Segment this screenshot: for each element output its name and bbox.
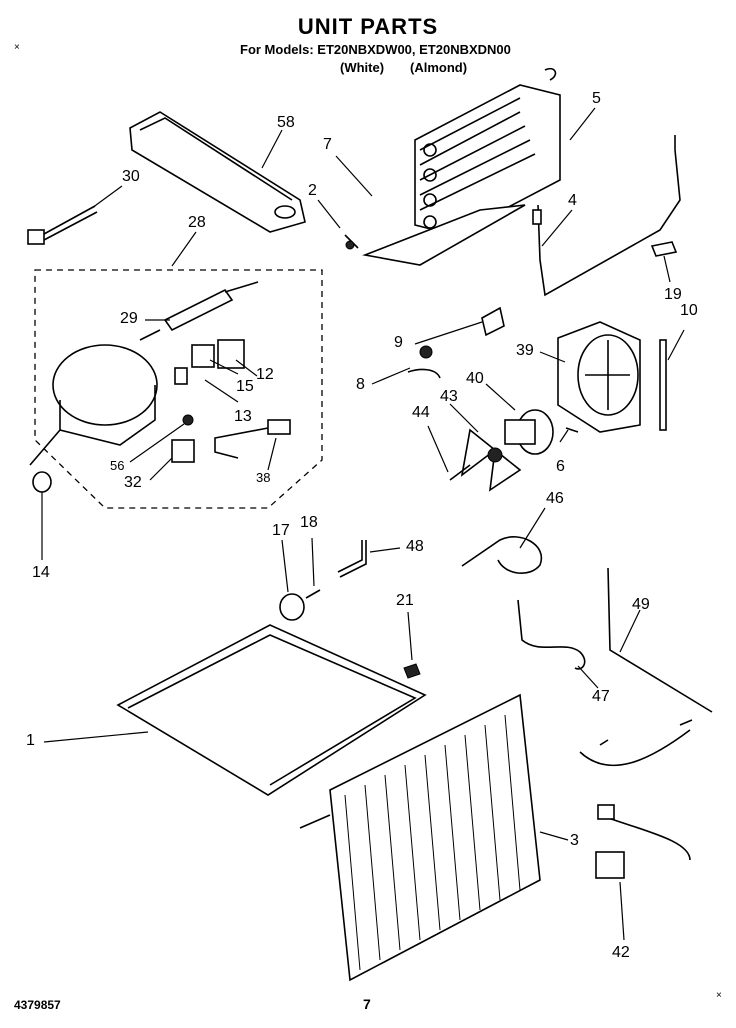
- part-21-nut: [403, 663, 421, 679]
- part-29-drier: [139, 281, 259, 341]
- part-15-cover: [191, 344, 215, 368]
- part-14-grommet: [32, 471, 52, 493]
- part-9-bracket: [481, 306, 505, 337]
- part-10-strip: [659, 339, 667, 431]
- callout-4: 4: [568, 192, 577, 209]
- part-30-plug: [27, 205, 98, 245]
- callout-1: 1: [26, 732, 35, 749]
- part-48-tube: [337, 540, 367, 578]
- part-4-heater: [532, 135, 681, 297]
- callout-7: 7: [323, 136, 332, 153]
- part-46-coil: [461, 536, 543, 574]
- callout-14: 14: [32, 564, 50, 581]
- callout-8: 8: [356, 376, 365, 393]
- document-number: 4379857: [14, 998, 61, 1012]
- corner-mark-bottom: ×: [716, 990, 722, 1001]
- part-42-wire-harness: [579, 719, 693, 879]
- part-2-screw: [344, 234, 359, 250]
- callout-13: 13: [234, 408, 252, 425]
- callout-46: 46: [546, 490, 564, 507]
- callout-5: 5: [592, 90, 601, 107]
- callout-49: 49: [632, 596, 650, 613]
- callout-43: 43: [440, 388, 458, 405]
- callout-56: 56: [110, 458, 125, 473]
- variant-almond: (Almond): [410, 60, 468, 75]
- callout-28: 28: [188, 214, 206, 231]
- part-43-fan-blade: [449, 428, 522, 492]
- model-list: For Models: ET20NBXDW00, ET20NBXDN00: [240, 42, 511, 57]
- callout-2: 2: [308, 182, 317, 199]
- part-8-grommet: [407, 345, 441, 379]
- part-56-screw: [182, 414, 194, 426]
- callout-38: 38: [256, 470, 271, 485]
- callout-12: 12: [256, 366, 274, 383]
- part-38-harness: [214, 419, 291, 459]
- part-32-capacitor: [171, 439, 195, 463]
- callout-42: 42: [612, 944, 630, 961]
- callout-18: 18: [300, 514, 318, 531]
- compressor-group-outline: [34, 269, 323, 509]
- callout-15: 15: [236, 378, 254, 395]
- callout-58: 58: [277, 114, 295, 131]
- callout-17: 17: [272, 522, 290, 539]
- callout-3: 3: [570, 832, 579, 849]
- page-title: UNIT PARTS: [297, 14, 439, 39]
- part-5-evaporator: [362, 67, 561, 266]
- corner-mark-top: ×: [14, 42, 20, 53]
- callout-6: 6: [556, 458, 565, 475]
- callout-29: 29: [120, 310, 138, 327]
- part-17-wheel: [279, 593, 305, 621]
- callout-10: 10: [680, 302, 698, 319]
- part-1-base-pan: [116, 624, 427, 796]
- part-49-tube: [607, 567, 713, 713]
- callout-48: 48: [406, 538, 424, 555]
- callout-32: 32: [124, 474, 142, 491]
- callout-19: 19: [664, 286, 682, 303]
- callout-9: 9: [394, 334, 403, 351]
- part-58-drain-trough: [129, 111, 306, 233]
- variant-white: (White): [340, 60, 385, 75]
- part-19-clip: [650, 241, 678, 257]
- callout-44: 44: [412, 404, 430, 421]
- part-39-fan-shroud: [557, 321, 641, 433]
- part-3-condenser: [299, 693, 541, 982]
- callout-30: 30: [122, 168, 140, 185]
- callout-39: 39: [516, 342, 534, 359]
- callout-21: 21: [396, 592, 414, 609]
- page-number: 7: [363, 996, 371, 1012]
- part-40-fan-motor: [504, 409, 579, 455]
- callout-40: 40: [466, 370, 484, 387]
- part-13-overload: [174, 367, 188, 385]
- callout-47: 47: [592, 688, 610, 705]
- part-47-tube: [517, 599, 586, 670]
- part-18-axle: [305, 589, 321, 599]
- part-compressor: [29, 344, 158, 466]
